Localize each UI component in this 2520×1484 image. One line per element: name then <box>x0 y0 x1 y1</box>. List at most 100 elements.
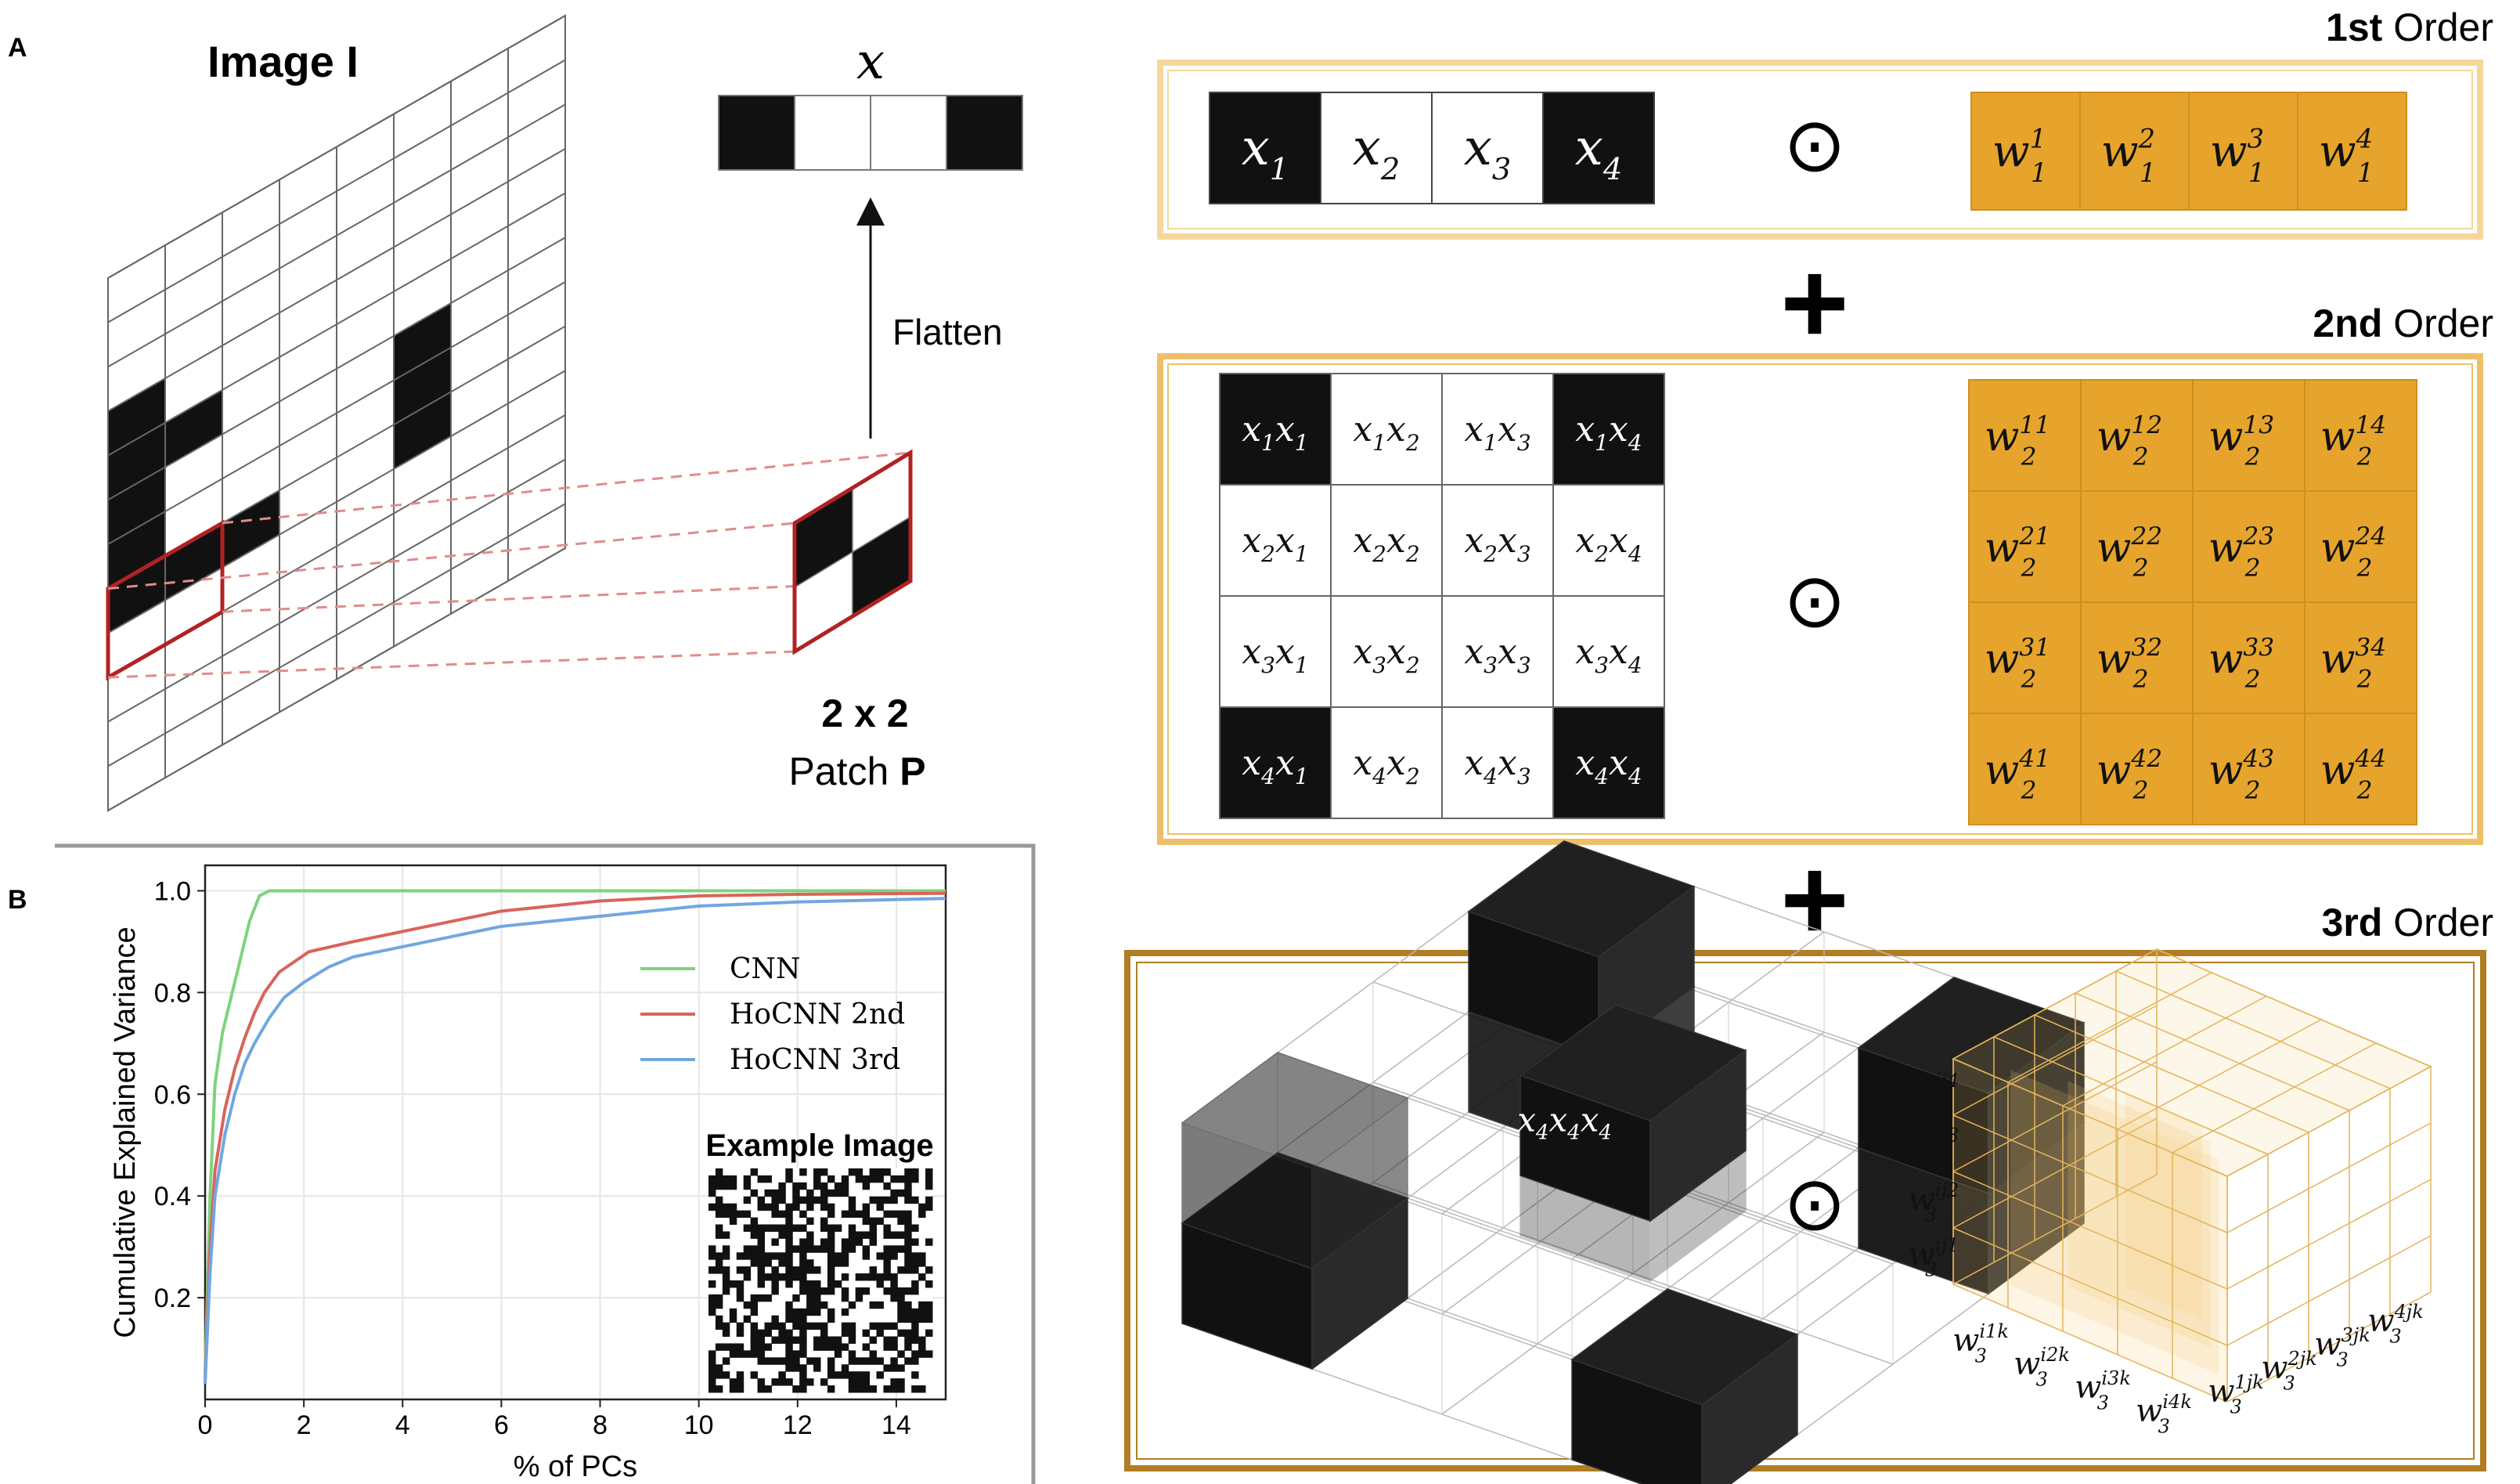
inset-pixel <box>764 1252 772 1260</box>
inset-pixel <box>890 1210 898 1219</box>
inset-pixel <box>792 1322 800 1331</box>
inset-pixel <box>764 1189 772 1197</box>
inset-pixel <box>806 1231 814 1239</box>
order2-x-cell <box>1330 706 1443 819</box>
inset-pixel <box>806 1308 814 1316</box>
order2-x-label: x4x2 <box>1353 743 1419 789</box>
inset-pixel <box>785 1231 793 1239</box>
panel-a: A Image I 2 x 2 Patch P Flatten x <box>8 14 1023 812</box>
inset-pixel <box>799 1322 807 1331</box>
inset-pixel <box>869 1350 877 1358</box>
order2-w-cell <box>1968 601 2082 714</box>
inset-pixel <box>771 1189 779 1197</box>
inset-pixel <box>869 1168 877 1176</box>
inset-pixel <box>925 1350 933 1358</box>
inset-pixel <box>799 1238 807 1246</box>
inset-pixel <box>771 1336 779 1344</box>
inset-pixel <box>827 1385 835 1393</box>
inset-pixel <box>841 1175 849 1183</box>
inset-pixel <box>925 1175 933 1183</box>
inset-pixel <box>757 1350 765 1358</box>
inset-pixel <box>897 1294 905 1302</box>
inset-pixel <box>778 1224 786 1232</box>
inset-pixel <box>820 1182 828 1190</box>
inset-pixel <box>848 1336 856 1344</box>
inset-pixel <box>890 1175 898 1183</box>
inset-pixel <box>757 1231 765 1239</box>
inset-pixel <box>736 1252 744 1260</box>
inset-pixel <box>778 1378 786 1386</box>
inset-pixel <box>827 1371 835 1379</box>
inset-pixel <box>827 1231 835 1239</box>
inset-pixel <box>757 1385 765 1393</box>
inset-pixel <box>722 1182 730 1190</box>
inset-pixel <box>722 1266 730 1274</box>
inset-pixel <box>785 1336 793 1344</box>
inset-pixel <box>918 1203 926 1211</box>
order2-w-cell <box>1968 490 2082 603</box>
inset-pixel <box>757 1224 765 1232</box>
inset-pixel <box>813 1301 821 1309</box>
order1-x-label: x2 <box>1353 119 1401 187</box>
order2-w-cell <box>1968 379 2082 492</box>
inset-pixel <box>862 1287 871 1295</box>
inset-pixel <box>792 1203 800 1211</box>
inset-pixel <box>757 1273 765 1281</box>
inset-pixel <box>750 1245 759 1253</box>
inset-pixel <box>904 1196 912 1204</box>
order2-w-cell <box>2192 379 2305 492</box>
inset-pixel <box>827 1357 835 1365</box>
order3-operator: ⊙ <box>1783 1162 1846 1246</box>
inset-pixel <box>827 1245 835 1253</box>
inset-pixel <box>911 1168 919 1176</box>
inset-pixel <box>869 1196 877 1204</box>
inset-pixel <box>827 1364 835 1372</box>
inset-pixel <box>778 1252 786 1260</box>
inset-pixel <box>876 1329 884 1337</box>
inset-pixel <box>729 1217 737 1225</box>
inset-pixel <box>785 1224 793 1232</box>
inset-pixel <box>750 1168 759 1176</box>
inset-pixel <box>764 1203 772 1211</box>
inset-pixel <box>904 1217 912 1225</box>
inset-pixel <box>708 1371 716 1379</box>
inset-pixel <box>820 1245 828 1253</box>
panel-b-label: B <box>8 885 27 915</box>
inset-pixel <box>743 1273 752 1281</box>
inset-pixel <box>841 1371 849 1379</box>
inset-pixel <box>743 1301 752 1309</box>
inset-pixel <box>904 1343 912 1351</box>
inset-pixel <box>897 1217 905 1225</box>
inset-pixel <box>757 1343 765 1351</box>
order2-w-cell <box>2304 713 2417 825</box>
inset-pixel <box>715 1175 723 1183</box>
inset-pixel <box>862 1217 871 1225</box>
inset-pixel <box>897 1210 905 1219</box>
inset-pixel <box>820 1217 828 1225</box>
inset-pixel <box>904 1329 912 1337</box>
inset-pixel <box>792 1350 800 1358</box>
inset-pixel <box>785 1364 793 1372</box>
order2-w-cell <box>2080 601 2194 714</box>
inset-pixel <box>708 1252 716 1260</box>
inset-pixel <box>904 1210 912 1219</box>
inset-pixel <box>869 1217 877 1225</box>
inset-pixel <box>799 1378 807 1386</box>
order3-center-label: x4x4x4 <box>1517 1101 1612 1145</box>
inset-pixel <box>925 1280 933 1288</box>
series-line-2 <box>204 897 946 1385</box>
inset-pixel <box>841 1273 849 1281</box>
inset-pixel <box>799 1371 807 1379</box>
inset-pixel <box>708 1245 716 1253</box>
image-dark-pixel <box>108 422 165 500</box>
image-dark-pixel <box>394 303 451 381</box>
flattened-vector-x <box>718 95 1023 171</box>
inset-pixel <box>722 1280 730 1288</box>
order2-x-cell <box>1219 595 1332 708</box>
order2-x-cell <box>1441 484 1554 597</box>
patch-p-frame <box>792 449 913 655</box>
inset-pixel <box>918 1385 926 1393</box>
